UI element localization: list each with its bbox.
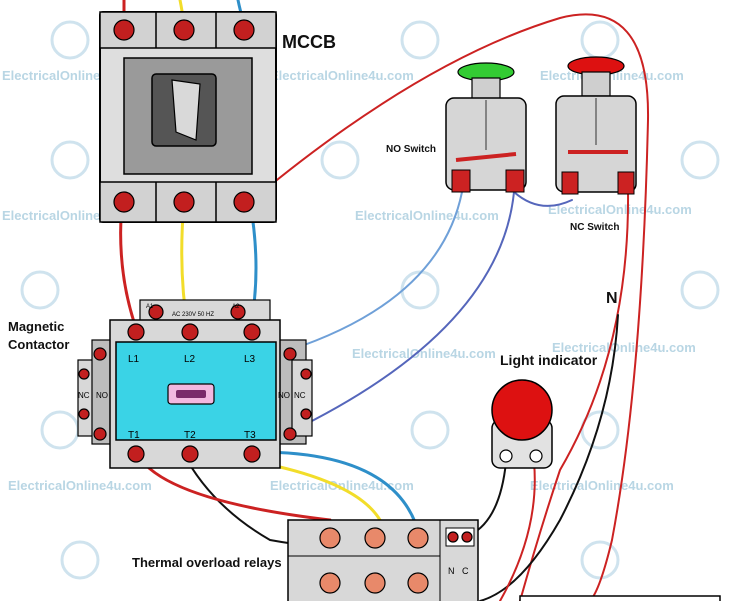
- mccb-toggle-handle: [171, 79, 201, 141]
- mccb-label: MCCB: [282, 32, 336, 52]
- coil-a2-terminal: [230, 304, 246, 320]
- terminal-label-t2: T2: [184, 430, 196, 441]
- magnetic-contactor: A1 AC 230V 50 HZ A2 L1 L2 L3 T1 T2 T3 NC…: [77, 299, 313, 469]
- overload-terminal: [364, 572, 386, 594]
- aux-right-nc-label: NC: [294, 391, 306, 400]
- coil-a2-label: A2: [232, 304, 240, 310]
- no-switch-purple-wire: [289, 191, 515, 433]
- terminal-label-l3: L3: [244, 354, 256, 365]
- mccb-breaker: [99, 11, 277, 223]
- contactor-terminal: [243, 323, 261, 341]
- mccb-terminal: [233, 19, 255, 41]
- aux-left-nc-label: NC: [78, 391, 90, 400]
- no-switch-pushbutton: [445, 62, 527, 193]
- aux-right-no-label: NO: [278, 391, 290, 400]
- contactor-terminal: [181, 323, 199, 341]
- contactor-terminal: [181, 445, 199, 463]
- overload-terminal: [319, 572, 341, 594]
- magnetic-contactor-label: Magnetic Contactor: [8, 319, 70, 352]
- thermal-overload-label: Thermal overload relays: [132, 555, 282, 570]
- contactor-terminal: [243, 445, 261, 463]
- mccb-terminal: [113, 191, 135, 213]
- switch-link-wire: [513, 191, 573, 207]
- terminal-label-l1: L1: [128, 354, 140, 365]
- no-switch-label: NO Switch: [386, 144, 437, 155]
- watermark-text: ElectricalOnline4u.com: [552, 340, 696, 355]
- terminal-label-t3: T3: [244, 430, 256, 441]
- light-red-wire: [499, 461, 536, 601]
- overload-terminal: [407, 527, 429, 549]
- mccb-terminal: [173, 191, 195, 213]
- contactor-terminal: [127, 445, 145, 463]
- watermark-text: ElectricalOnline4u.com: [548, 202, 692, 217]
- overload-aux-terminal: [461, 531, 473, 543]
- overload-aux-c-label: C: [462, 566, 469, 576]
- overload-aux-terminal: [447, 531, 459, 543]
- watermark-text: ElectricalOnline4u.com: [352, 346, 496, 361]
- partial-box: [519, 595, 721, 601]
- thermal-overload-relay: N C: [287, 519, 479, 601]
- watermark-text: ElectricalOnline4u.com: [355, 208, 499, 223]
- nc-switch-label: NC Switch: [570, 222, 620, 233]
- aux-left-no-label: NO: [96, 391, 108, 400]
- nc-to-light-red-wire: [519, 189, 630, 601]
- light-indicator-label: Light indicator: [500, 352, 598, 368]
- overload-aux-n-label: N: [448, 566, 455, 576]
- no-switch-blue-wire: [289, 191, 463, 351]
- neutral-label: N: [606, 290, 618, 307]
- coil-rating-label: AC 230V 50 HZ: [172, 312, 214, 318]
- control-red-wire: [249, 13, 650, 601]
- watermark-text: ElectricalOnline4u.com: [8, 478, 152, 493]
- t3-blue-wire: [250, 450, 422, 540]
- mccb-terminal: [113, 19, 135, 41]
- overload-terminal: [319, 527, 341, 549]
- watermark-text: ElectricalOnline4u.com: [530, 478, 674, 493]
- red-lamp: [491, 379, 553, 441]
- coil-a1-terminal: [148, 304, 164, 320]
- watermark-text: ElectricalOnline4u.com: [270, 478, 414, 493]
- mccb-terminal: [233, 191, 255, 213]
- contactor-terminal: [127, 323, 145, 341]
- overload-terminal: [364, 527, 386, 549]
- mccb-terminal: [173, 19, 195, 41]
- overload-terminal: [407, 572, 429, 594]
- watermark-text: ElectricalOnline4u.com: [270, 68, 414, 83]
- light-indicator-lamp: [491, 379, 553, 469]
- nc-switch-pushbutton: [555, 56, 637, 195]
- terminal-label-l2: L2: [184, 354, 196, 365]
- terminal-label-t1: T1: [128, 430, 140, 441]
- coil-a1-label: A1: [146, 304, 154, 310]
